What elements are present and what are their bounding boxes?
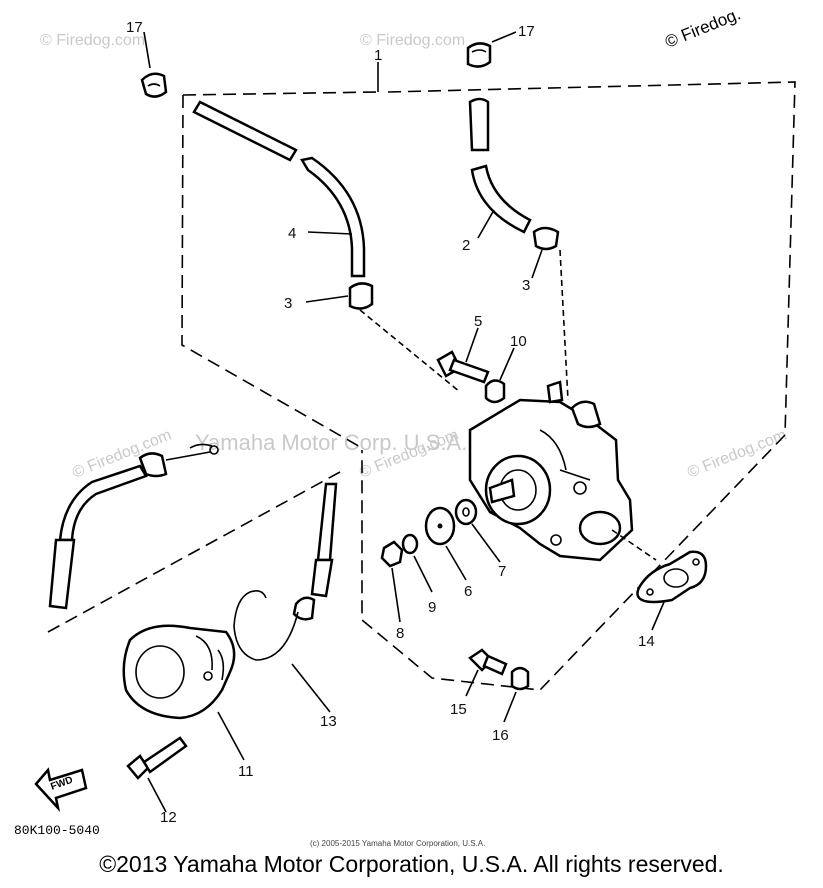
oil-pump-body: [468, 380, 634, 562]
leader-line: [477, 209, 495, 239]
watermark-text: © Firedog.com: [685, 427, 789, 482]
leader-line: [143, 31, 151, 69]
callout-7: 7: [498, 563, 506, 580]
clamp-3-left: [348, 282, 374, 310]
callout-6: 6: [464, 583, 472, 600]
nut-8: [380, 540, 404, 568]
pump-cable-13: [233, 482, 338, 661]
callout-2: 2: [462, 237, 470, 254]
leader-line: [445, 545, 467, 581]
leader-line: [471, 523, 501, 563]
leader-line: [465, 669, 479, 697]
bolt-15: [468, 648, 508, 676]
bolt-12: [126, 736, 188, 780]
clamp-3-right: [532, 226, 560, 251]
callout-11: 11: [238, 763, 254, 780]
watermark-text: © Firedog.com: [40, 32, 145, 49]
leader-line: [611, 529, 657, 561]
callout-8: 8: [396, 625, 404, 642]
leader-line: [465, 327, 479, 363]
diagram-code: 80K100-5040: [14, 823, 100, 838]
washer-9: [401, 533, 419, 555]
callout-14: 14: [638, 633, 655, 650]
leader-line: [391, 567, 401, 623]
oil-pump-exploded-diagram: © Firedog.com © Firedog.com © Firedog.co…: [14, 4, 796, 848]
cap-17-right: [466, 42, 492, 68]
leader-line: [359, 309, 461, 393]
hose-4: [192, 100, 366, 278]
leader-line: [291, 663, 331, 713]
watermark-banner: Yamaha Motor Corp. U.S.A.: [195, 430, 467, 455]
washer-10: [484, 379, 506, 404]
leader-line: [217, 711, 245, 761]
plate-6: [424, 506, 456, 546]
oil-delivery-hose: [48, 443, 219, 610]
hose-2: [468, 97, 532, 234]
assembly-boundary: [181, 81, 796, 691]
callout-12: 12: [160, 809, 177, 826]
callout-4: 4: [288, 225, 296, 242]
callout-17-left: 17: [126, 19, 143, 36]
bolt-5: [436, 350, 490, 384]
callout-13: 13: [320, 713, 337, 730]
copyright-footer: ©2013 Yamaha Motor Corporation, U.S.A. A…: [99, 851, 724, 877]
watermark-text: © Firedog.com: [360, 32, 465, 49]
forward-arrow: FWD: [34, 767, 88, 813]
leader-line: [559, 249, 569, 401]
washer-16: [510, 666, 530, 691]
cap-17-left: [140, 72, 168, 98]
leader-line: [413, 555, 433, 593]
callout-9: 9: [428, 599, 436, 616]
callout-10: 10: [510, 333, 527, 350]
callout-3-left: 3: [284, 295, 292, 312]
leader-line: [499, 347, 515, 381]
leader-line: [503, 691, 517, 723]
leader-line: [305, 295, 349, 303]
callout-5: 5: [474, 313, 482, 330]
callout-15: 15: [450, 701, 467, 718]
leader-line: [491, 31, 517, 43]
leader-line: [307, 231, 353, 235]
pump-cover-11: [122, 624, 236, 720]
callout-3-right: 3: [522, 277, 530, 294]
gasket-14: [636, 550, 708, 604]
washer-7: [454, 498, 478, 526]
copyright-small: (c) 2005-2015 Yamaha Motor Corporation, …: [310, 839, 485, 848]
callout-17-right: 17: [518, 23, 535, 40]
watermark-corner: © Firedog.: [662, 4, 743, 51]
leader-line: [651, 601, 665, 631]
leader-line: [147, 777, 167, 813]
assembly-boundary: [47, 471, 341, 633]
callout-1: 1: [374, 47, 382, 64]
leader-line: [531, 249, 543, 279]
callout-16: 16: [492, 727, 509, 744]
